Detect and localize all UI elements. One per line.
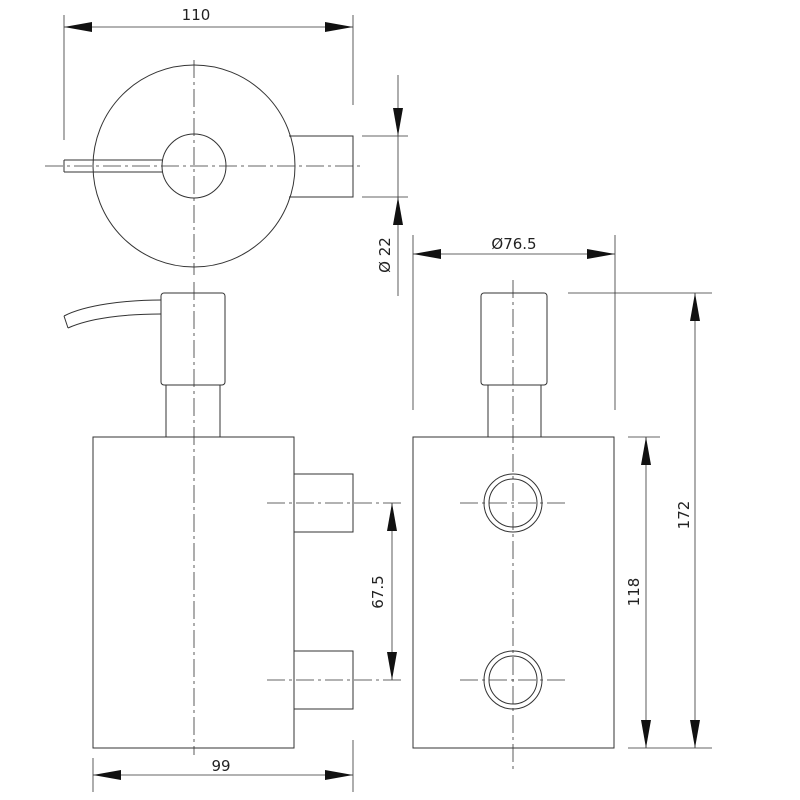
dim-pipe-diameter: Ø 22 xyxy=(376,237,394,273)
body-front xyxy=(92,436,295,749)
body-side xyxy=(412,436,615,749)
front-view xyxy=(63,282,405,792)
dim-body-height: 118 xyxy=(625,578,643,607)
wall-pipe-lower xyxy=(294,650,354,710)
dim-body-diameter: Ø76.5 xyxy=(491,235,536,253)
wall-pipe-upper xyxy=(294,473,354,533)
pump-head-front xyxy=(160,292,226,386)
dim-hole-spacing: 67.5 xyxy=(369,575,387,608)
top-view xyxy=(45,15,408,296)
side-pipe-top xyxy=(289,135,354,198)
nozzle-top xyxy=(63,159,163,173)
pump-head-side xyxy=(480,292,548,386)
side-view xyxy=(412,235,712,772)
dim-bottom-width: 99 xyxy=(211,757,230,775)
dim-total-height: 172 xyxy=(675,501,693,530)
dim-top-width: 110 xyxy=(182,6,211,24)
